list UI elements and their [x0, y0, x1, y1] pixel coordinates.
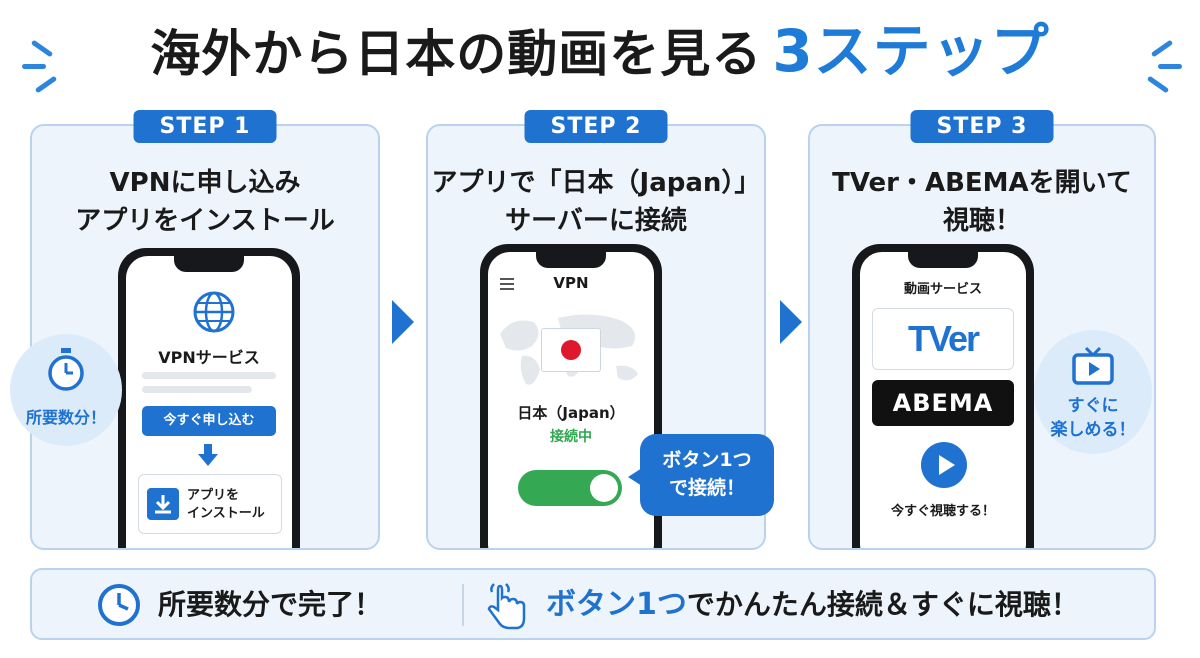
- summary-time-text: 所要数分で完了！: [158, 588, 383, 621]
- tv-play-icon: [1072, 346, 1114, 385]
- menu-icon[interactable]: [500, 278, 514, 290]
- time-bubble-text: 所要数分！: [25, 408, 106, 427]
- tver-logo: TVer: [907, 318, 980, 359]
- play-button[interactable]: [921, 442, 967, 488]
- step-arrow-icon: [392, 300, 414, 344]
- step-badge-1: STEP 1: [120, 110, 290, 150]
- spark-deco: [22, 64, 46, 69]
- abema-tile[interactable]: ABEMA: [872, 380, 1014, 426]
- step-arrow-icon: [780, 300, 802, 344]
- title-main: 海外から日本の動画を見る: [150, 25, 763, 83]
- japan-flag: [541, 328, 601, 372]
- step-panel-3: TVer・ABEMAを開いて 視聴！ 動画サービス TVer ABEMA 今すぐ…: [808, 124, 1156, 550]
- step-heading: アプリで「日本（Japan）」 サーバーに接続: [431, 168, 761, 236]
- title-highlight: 3ステップ: [772, 17, 1050, 85]
- play-icon: [939, 455, 955, 475]
- phone-mockup: 動画サービス TVer ABEMA 今すぐ視聴する！: [852, 244, 1034, 548]
- one-tap-callout: ボタン1つ で接続！: [628, 434, 774, 516]
- tver-tile[interactable]: TVer: [872, 308, 1014, 370]
- install-line2: インストール: [187, 506, 265, 521]
- apply-button[interactable]: 今すぐ申し込む: [142, 406, 276, 436]
- step-heading: TVer・ABEMAを開いて 視聴！: [832, 168, 1132, 236]
- spark-deco: [1158, 64, 1182, 69]
- step-badge-3: STEP 3: [897, 110, 1067, 150]
- clock-icon: [98, 584, 140, 626]
- time-bubble: 所要数分！: [10, 334, 122, 446]
- watch-label: 今すぐ視聴する！: [890, 504, 995, 519]
- vpn-toggle[interactable]: [518, 470, 622, 506]
- step-badge-2: STEP 2: [511, 110, 681, 150]
- install-card[interactable]: アプリを インストール: [138, 474, 282, 534]
- summary-bar: 所要数分で完了！ ボタン1つでかんたん接続＆すぐに視聴！: [30, 568, 1156, 640]
- summary-tap-text: ボタン1つでかんたん接続＆すぐに視聴！: [546, 587, 1079, 622]
- vpn-service-label: VPNサービス: [158, 348, 260, 367]
- phone-mockup: VPN 日本（Japan） 接続中: [480, 244, 662, 548]
- enjoy-bubble: すぐに 楽しめる！: [1034, 330, 1152, 454]
- step-heading: VPNに申し込み アプリをインストール: [75, 168, 335, 236]
- abema-logo: ABEMA: [892, 389, 994, 417]
- placeholder-line: [142, 386, 252, 393]
- down-arrow-icon: [198, 444, 218, 466]
- section-title: 動画サービス: [903, 282, 982, 297]
- install-line1: アプリを: [187, 488, 240, 503]
- summary-divider: [462, 584, 464, 626]
- step-panel-1: VPNに申し込み アプリをインストール VPNサービス 今すぐ申し込む: [30, 124, 380, 550]
- connection-status: 接続中: [550, 429, 592, 445]
- download-icon: [147, 488, 179, 520]
- globe-icon: [193, 291, 235, 333]
- stopwatch-icon: [48, 348, 84, 391]
- app-title: VPN: [553, 274, 589, 292]
- country-label: 日本（Japan）: [517, 404, 625, 422]
- placeholder-line: [142, 372, 276, 379]
- phone-mockup: VPNサービス 今すぐ申し込む アプリを インストール: [118, 248, 300, 548]
- tap-hand-icon: [487, 583, 526, 630]
